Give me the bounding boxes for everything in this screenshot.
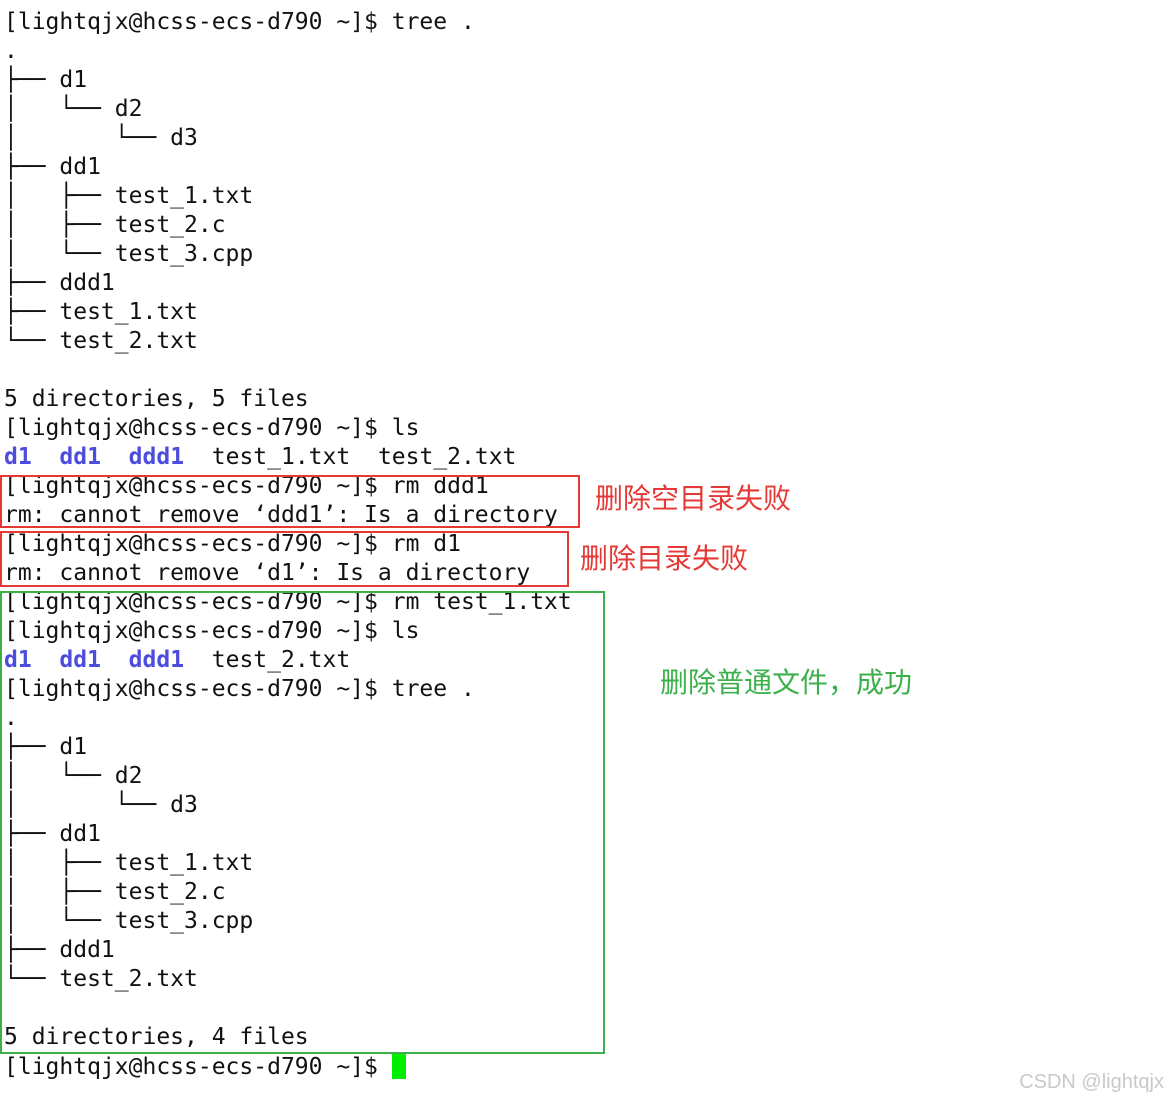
terminal-cursor[interactable] xyxy=(391,1052,406,1079)
annotation-rm-dir: 删除目录失败 xyxy=(580,542,749,575)
terminal-output-line: ├── dd1 xyxy=(4,821,101,847)
terminal-output-line: rm: cannot remove ‘ddd1’: Is a directory xyxy=(4,502,558,528)
terminal-output-line: │ ├── test_2.c xyxy=(4,212,226,238)
ls-entry-file: test_2.txt xyxy=(211,647,351,673)
terminal-command-line: [lightqjx@hcss-ecs-d790 ~]$ tree . xyxy=(0,8,1168,37)
shell-prompt: [lightqjx@hcss-ecs-d790 ~]$ xyxy=(4,676,392,702)
ls-entry-directory: dd1 xyxy=(59,647,101,673)
highlight-box-rm-file xyxy=(0,591,605,1054)
terminal-output-line: ├── d1 xyxy=(4,67,88,93)
shell-command: tree . xyxy=(391,676,475,702)
terminal-output-line: rm: cannot remove ‘d1’: Is a directory xyxy=(4,560,531,586)
annotation-rm-file: 删除普通文件，成功 xyxy=(660,666,913,699)
ls-entry-directory: d1 xyxy=(4,444,32,470)
ls-output-line: d1 dd1 ddd1 test_2.txt xyxy=(0,646,1168,675)
shell-prompt: [lightqjx@hcss-ecs-d790 ~]$ xyxy=(4,618,392,644)
shell-prompt: [lightqjx@hcss-ecs-d790 ~]$ xyxy=(4,1054,392,1080)
shell-prompt: [lightqjx@hcss-ecs-d790 ~]$ xyxy=(4,9,392,35)
terminal-output-line: │ ├── test_1.txt xyxy=(4,183,254,209)
ls-entry-directory: d1 xyxy=(4,647,32,673)
ls-entry-file: test_2.txt xyxy=(377,444,517,470)
terminal-output-line: │ ├── test_2.c xyxy=(4,879,226,905)
ls-entry-file: test_1.txt xyxy=(211,444,351,470)
terminal-active-line: [lightqjx@hcss-ecs-d790 ~]$ xyxy=(0,1052,1168,1081)
highlight-box-rm-empty-dir xyxy=(0,475,580,528)
ls-entry-directory: ddd1 xyxy=(128,647,185,673)
shell-command: rm ddd1 xyxy=(391,473,489,499)
shell-command: rm d1 xyxy=(391,531,461,557)
shell-command: ls xyxy=(391,415,420,441)
annotation-rm-empty-dir: 删除空目录失败 xyxy=(595,482,792,515)
terminal-output-line: │ └── d2 xyxy=(4,763,143,789)
shell-command: rm test_1.txt xyxy=(391,589,572,615)
terminal-output[interactable]: [lightqjx@hcss-ecs-d790 ~]$ tree .. ├── d… xyxy=(0,8,1168,1081)
ls-entry-directory: ddd1 xyxy=(128,444,185,470)
terminal-output-line: │ ├── test_1.txt xyxy=(4,850,254,876)
terminal-output-line: │ └── test_3.cpp xyxy=(4,241,254,267)
terminal-output-line: ├── ddd1 xyxy=(4,270,115,296)
highlight-box-rm-dir xyxy=(0,531,569,587)
terminal-output-line: . xyxy=(4,38,18,64)
terminal-output-line: . xyxy=(4,705,18,731)
terminal-output-line xyxy=(0,356,1168,385)
terminal-command-line: [lightqjx@hcss-ecs-d790 ~]$ ls xyxy=(0,617,1168,646)
shell-command: tree . xyxy=(391,9,475,35)
terminal-output-line: └── test_2.txt xyxy=(4,328,198,354)
terminal-output-line: └── test_2.txt xyxy=(4,966,198,992)
terminal-command-line: [lightqjx@hcss-ecs-d790 ~]$ tree . xyxy=(0,675,1168,704)
terminal-output-line: 5 directories, 5 files xyxy=(4,386,309,412)
terminal-output-line: ├── d1 xyxy=(4,734,88,760)
terminal-output-line: │ └── d3 xyxy=(4,792,198,818)
terminal-output-line: ├── ddd1 xyxy=(4,937,115,963)
shell-prompt: [lightqjx@hcss-ecs-d790 ~]$ xyxy=(4,531,392,557)
terminal-output-line: ├── dd1 xyxy=(4,154,101,180)
shell-command: ls xyxy=(391,618,420,644)
terminal-command-line: [lightqjx@hcss-ecs-d790 ~]$ rm test_1.tx… xyxy=(0,588,1168,617)
shell-prompt: [lightqjx@hcss-ecs-d790 ~]$ xyxy=(4,589,392,615)
ls-entry-directory: dd1 xyxy=(59,444,101,470)
terminal-output-line: │ └── d2 xyxy=(4,96,143,122)
terminal-output-line: ├── test_1.txt xyxy=(4,299,198,325)
terminal-command-line: [lightqjx@hcss-ecs-d790 ~]$ rm d1 xyxy=(0,530,1168,559)
terminal-output-line: │ └── d3 xyxy=(4,125,198,151)
terminal-output-line: 5 directories, 4 files xyxy=(4,1024,309,1050)
terminal-output-line: │ └── test_3.cpp xyxy=(4,908,254,934)
ls-output-line: d1 dd1 ddd1 test_1.txt test_2.txt xyxy=(0,443,1168,472)
terminal-command-line: [lightqjx@hcss-ecs-d790 ~]$ rm ddd1 xyxy=(0,472,1168,501)
terminal-command-line: [lightqjx@hcss-ecs-d790 ~]$ ls xyxy=(0,414,1168,443)
shell-prompt: [lightqjx@hcss-ecs-d790 ~]$ xyxy=(4,473,392,499)
watermark: CSDN @lightqjx xyxy=(1019,1071,1164,1093)
shell-prompt: [lightqjx@hcss-ecs-d790 ~]$ xyxy=(4,415,392,441)
